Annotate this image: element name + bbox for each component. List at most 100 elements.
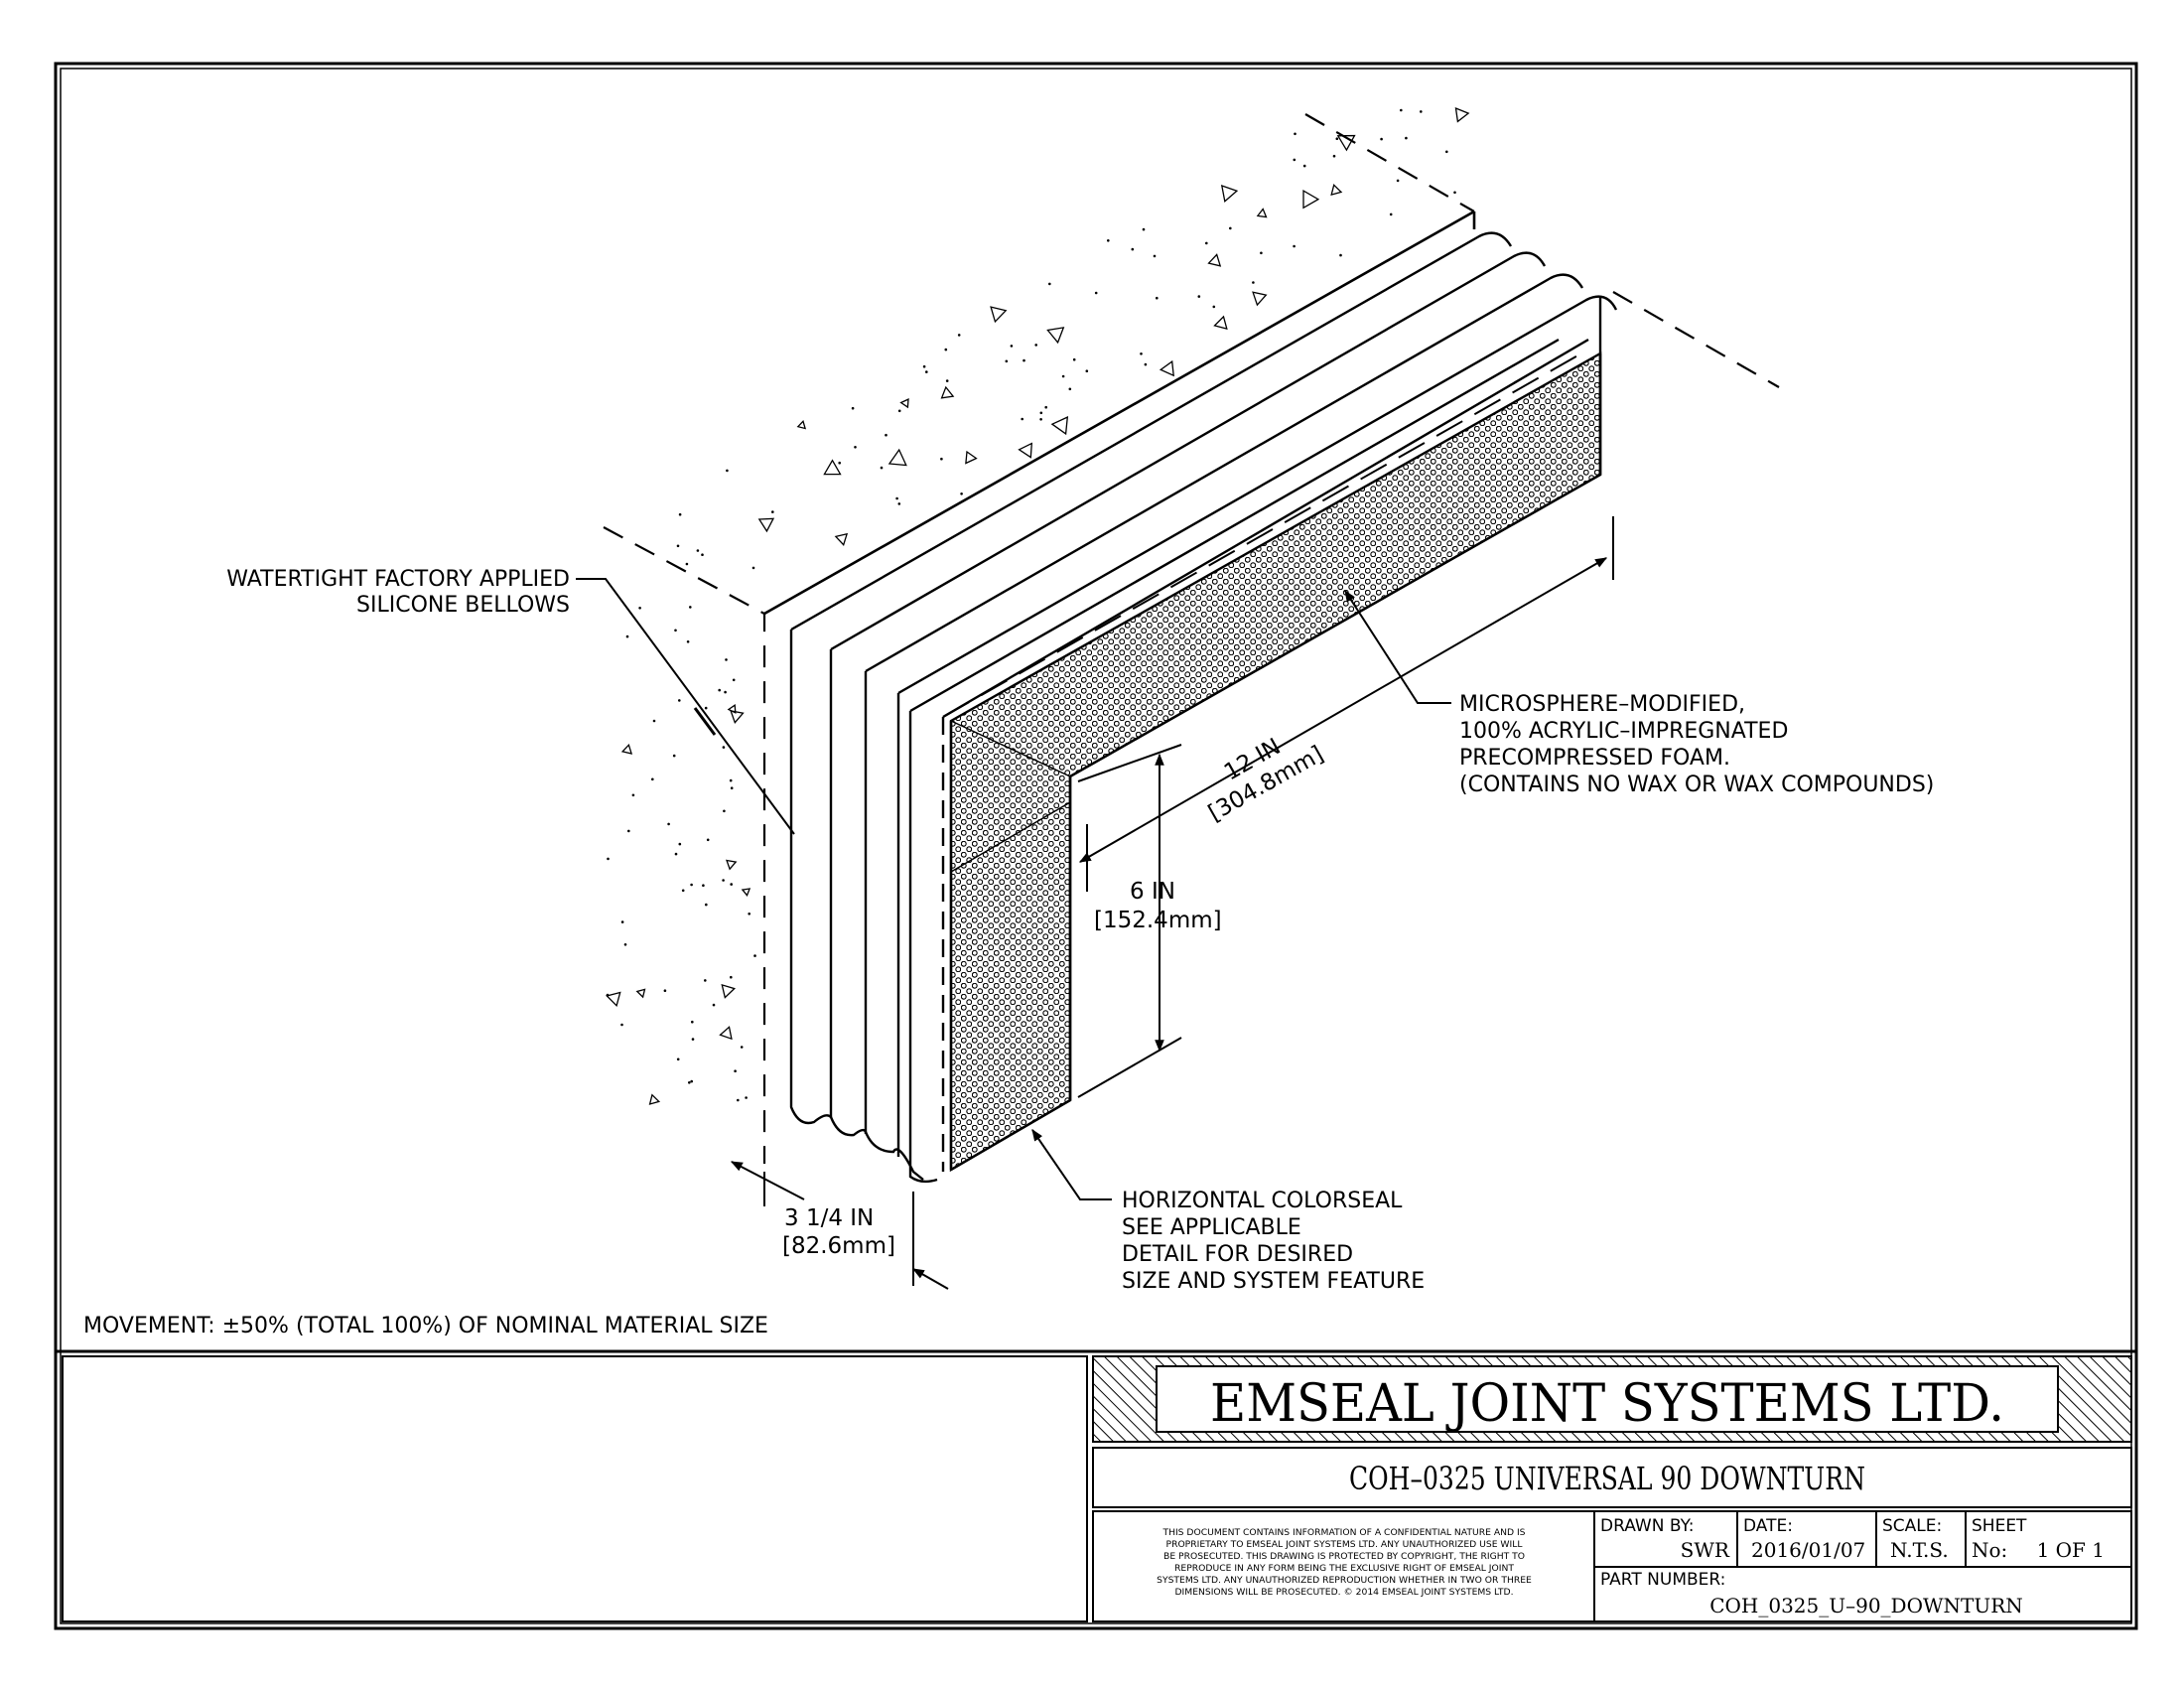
aggregate-dot	[1021, 417, 1024, 421]
aggregate-dot	[895, 496, 898, 500]
aggregate-dot	[631, 793, 635, 797]
aggregate-dot	[625, 634, 629, 638]
callout-colorseal-line-3: DETAIL FOR DESIRED	[1122, 1242, 1353, 1267]
aggregate-dot	[676, 544, 680, 548]
aggregate-dot	[627, 829, 630, 833]
aggregate-dot	[1293, 244, 1296, 248]
movement-note: MOVEMENT: ±50% (TOTAL 100%) OF NOMINAL M…	[83, 1314, 768, 1338]
aggregate-dot	[725, 658, 728, 661]
aggregate-dot	[652, 719, 656, 723]
aggregate-dot	[1072, 357, 1076, 361]
aggregate-dot	[1252, 281, 1255, 284]
disclaimer-line-1: THIS DOCUMENT CONTAINS INFORMATION OF A …	[1161, 1527, 1525, 1538]
aggregate-dot	[730, 786, 734, 789]
aggregate-dot	[880, 466, 884, 470]
aggregate-dot	[663, 989, 667, 992]
disclaimer-line-3: BE PROSECUTED. THIS DRAWING IS PROTECTED…	[1163, 1551, 1525, 1562]
aggregate-dot	[704, 706, 708, 710]
aggregate-dot	[690, 1079, 693, 1083]
aggregate-dot	[1212, 305, 1216, 309]
aggregate-dot	[691, 1020, 694, 1024]
aggregate-stone	[1220, 185, 1239, 204]
aggregate-dot	[957, 334, 961, 337]
aggregate-dot	[1034, 344, 1037, 347]
aggregate-dot	[1453, 191, 1456, 195]
dimension-width-imperial: 3 1/4 IN	[784, 1205, 874, 1231]
aggregate-dot	[606, 993, 610, 997]
aggregate-stone	[887, 448, 907, 467]
aggregate-dot	[722, 879, 725, 882]
aggregate-dot	[753, 954, 756, 957]
aggregate-dot	[696, 549, 700, 552]
aggregate-dot	[854, 446, 857, 449]
aggregate-dot	[676, 1057, 680, 1061]
aggregate-dot	[960, 492, 963, 495]
aggregate-dot	[651, 777, 654, 781]
aggregate-dot	[689, 606, 692, 609]
aggregate-dot	[722, 746, 726, 749]
aggregate-dot	[1144, 362, 1148, 366]
aggregate-dot	[1153, 254, 1157, 258]
aggregate-dot	[1044, 405, 1047, 409]
aggregate-dot	[686, 640, 690, 643]
isometric-detail: WATERTIGHT FACTORY APPLIED SILICONE BELL…	[83, 106, 1934, 1338]
aggregate-dot	[1140, 352, 1143, 355]
aggregate-stone	[648, 1093, 661, 1105]
aggregate-dot	[1156, 296, 1159, 300]
aggregate-dot	[1293, 158, 1297, 162]
aggregate-dot	[729, 778, 733, 782]
aggregate-dot	[681, 889, 685, 893]
aggregate-stone	[796, 420, 807, 430]
aggregate-dot	[1107, 239, 1110, 242]
aggregate-dot	[667, 822, 670, 826]
aggregate-stone	[823, 459, 842, 476]
aggregate-dot	[724, 690, 727, 694]
aggregate-dot	[691, 1038, 695, 1041]
scale-value: N.T.S.	[1890, 1538, 1949, 1562]
aggregate-dot	[1339, 253, 1342, 257]
callout-foam-line-3: PRECOMPRESSED FOAM.	[1459, 746, 1730, 771]
aggregate-dot	[704, 979, 707, 982]
disclaimer-line-6: DIMENSIONS WILL BE PROSECUTED. © 2014 EM…	[1174, 1587, 1513, 1598]
disclaimer-line-5: SYSTEMS LTD. ANY UNAUTHORIZED REPRODUCTI…	[1157, 1575, 1532, 1586]
aggregate-dot	[940, 457, 943, 461]
aggregate-dot	[1294, 132, 1297, 136]
aggregate-dot	[685, 562, 689, 566]
aggregate-dot	[1396, 179, 1400, 183]
aggregate-stone	[1159, 359, 1174, 377]
aggregate-stone	[1256, 208, 1268, 218]
company-banner: EMSEAL JOINT SYSTEMS LTD.	[1092, 1355, 2132, 1443]
company-name: EMSEAL JOINT SYSTEMS LTD.	[1210, 1374, 2004, 1434]
callout-foam-line-4: (CONTAINS NO WAX OR WAX COMPOUNDS)	[1459, 773, 1934, 797]
aggregate-dot	[726, 469, 729, 473]
callout-colorseal-line-1: HORIZONTAL COLORSEAL	[1122, 1189, 1403, 1213]
aggregate-dot	[1142, 227, 1146, 231]
aggregate-dot	[706, 838, 710, 842]
aggregate-dot	[1023, 358, 1025, 362]
aggregate-dot	[620, 920, 624, 923]
aggregate-dot	[748, 913, 751, 915]
aggregate-dot	[620, 1023, 623, 1027]
aggregate-stone	[635, 988, 646, 999]
disclaimer-line-2: PROPRIETARY TO EMSEAL JOINT SYSTEMS LTD.…	[1166, 1539, 1524, 1550]
aggregate-dot	[678, 512, 682, 516]
aggregate-dot	[702, 884, 705, 887]
aggregate-dot	[690, 883, 693, 887]
disclaimer-line-4: REPRODUCE IN ANY FORM BEING THE EXCLUSIV…	[1174, 1563, 1514, 1574]
aggregate-dot	[1205, 241, 1208, 245]
aggregate-dot	[674, 629, 677, 633]
aggregate-dot	[897, 409, 901, 413]
aggregate-dot	[897, 502, 901, 505]
aggregate-dot	[1094, 291, 1098, 295]
aggregate-dot	[922, 364, 926, 368]
aggregate-stone	[1018, 442, 1033, 459]
aggregate-dot	[678, 842, 682, 846]
aggregate-dot	[674, 852, 678, 856]
callout-foam-line-2: 100% ACRYLIC–IMPREGNATED	[1459, 719, 1788, 744]
dimension-depth-metric: [152.4mm]	[1094, 908, 1222, 933]
scale-label: SCALE:	[1882, 1516, 1942, 1536]
aggregate-dot	[1420, 110, 1423, 113]
aggregate-dot	[925, 370, 928, 373]
aggregate-dot	[705, 903, 708, 907]
